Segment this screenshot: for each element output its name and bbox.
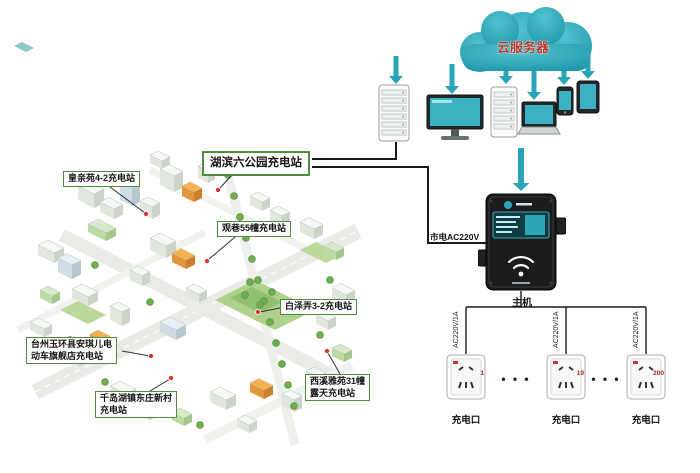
socket-icon (626, 354, 666, 400)
tablet-icon (576, 80, 600, 114)
link-station-to-host (312, 166, 487, 244)
station-callout-guanxiang: 观巷55幢充电站 (217, 221, 292, 237)
station-callout-taizhou: 台州玉环县安琪儿电 动车旗舰店充电站 (26, 337, 118, 365)
host-label: 主机 (512, 298, 532, 309)
monitor-icon (426, 94, 484, 140)
ellipsis: • • • (501, 372, 531, 386)
smartphone-icon (556, 86, 574, 116)
charging-outlet: 1 充电口 (446, 354, 486, 426)
ellipsis: • • • (591, 372, 621, 386)
station-callout-baize: 白泽弄3-2充电站 (280, 299, 358, 315)
socket-icon (446, 354, 486, 400)
host-to-outlets-bus (465, 291, 647, 354)
outlet-label: 充电口 (451, 415, 481, 426)
cloud-server-icon: 云服务器 (460, 7, 592, 72)
outlet-line-label: AC220V/1A (633, 311, 640, 348)
server-rack-icon (378, 84, 410, 142)
station-callout-xixi: 西溪雅苑31幢 露天充电站 (305, 374, 371, 402)
charging-outlet: 19 充电口 (546, 354, 586, 426)
outlet-number: 19 (576, 370, 584, 377)
cloud-label: 云服务器 (497, 40, 550, 55)
outlet-label: 充电口 (631, 415, 661, 426)
socket-icon (546, 354, 586, 400)
server-rack-icon (490, 86, 518, 138)
wifi-icon (507, 255, 535, 270)
callout-leader-lines (109, 174, 341, 392)
station-callout-huangqin: 皇亲苑4-2充电站 (63, 171, 141, 187)
outlet-line-label: AC220V/1A (553, 311, 560, 348)
charging-outlet: 200 充电口 (626, 354, 666, 426)
station-callout-qiandao: 千岛湖镇东庄新村 充电站 (95, 391, 178, 419)
outlet-line-label: AC220V/1A (453, 311, 460, 348)
station-callout-hubin: 湖滨六公园充电站 (202, 151, 310, 176)
outlet-number: 1 (480, 370, 484, 377)
outlet-label: 充电口 (551, 415, 581, 426)
host-logo-icon (504, 201, 512, 209)
station-markers (142, 186, 330, 381)
outlet-number: 200 (653, 370, 664, 377)
charging-host-device (478, 193, 566, 291)
link-station-to-devices (312, 142, 397, 160)
laptop-icon (517, 101, 561, 135)
mains-power-label: 市电AC220V (430, 232, 480, 242)
